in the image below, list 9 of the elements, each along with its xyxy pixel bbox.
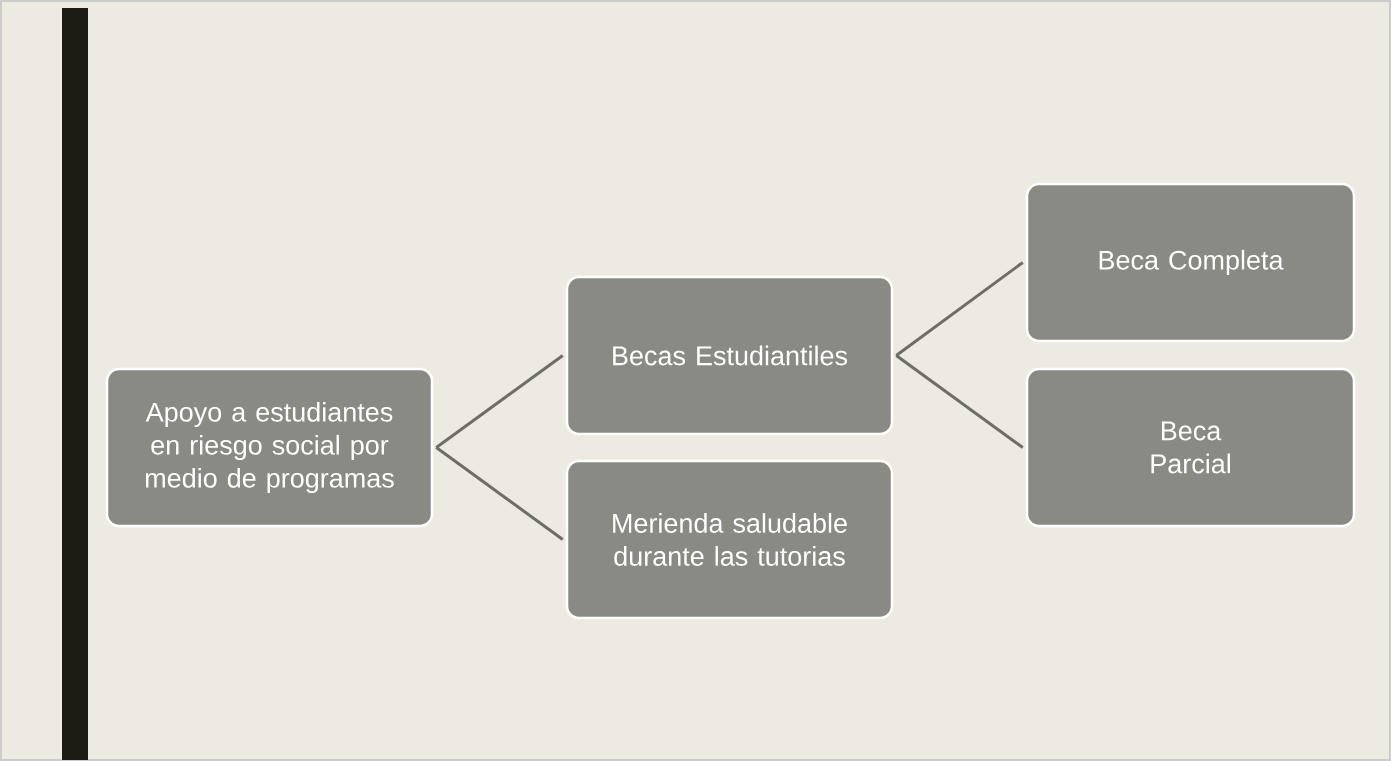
process-box: Apoyo a estudiantes en riesgo social por medio de programas xyxy=(105,367,434,528)
connector-line xyxy=(435,354,564,449)
process-box: Beca Completa xyxy=(1025,182,1356,343)
connector-line xyxy=(435,446,564,541)
connector-line xyxy=(895,261,1024,357)
connector-line xyxy=(895,354,1024,449)
process-box: Beca Parcial xyxy=(1025,367,1356,528)
process-box: Becas Estudiantiles xyxy=(565,275,894,436)
process-box: Merienda saludable durante las tutorias xyxy=(565,459,894,620)
